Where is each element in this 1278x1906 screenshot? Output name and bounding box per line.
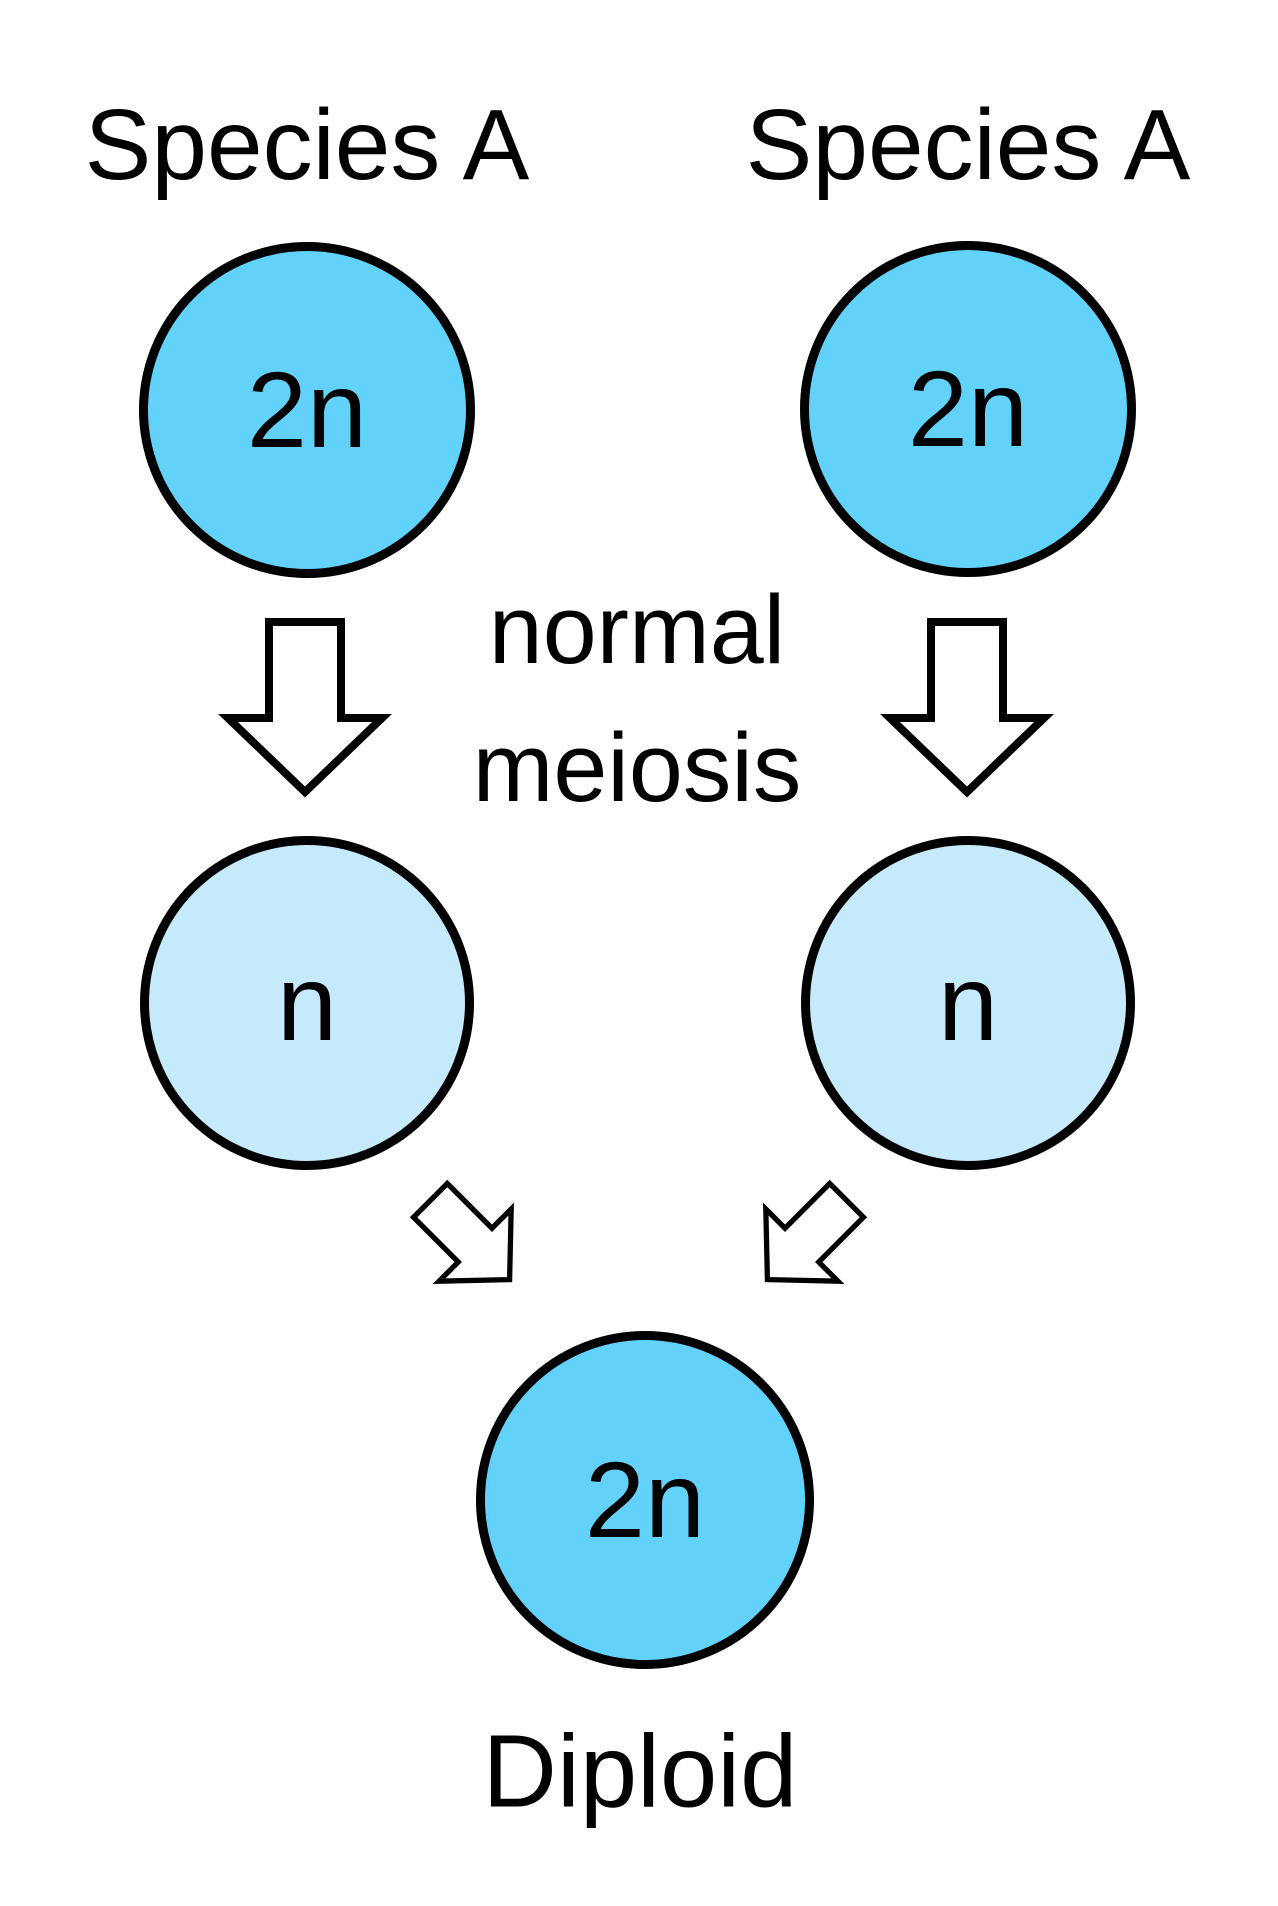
gamete-cell-right: n	[801, 836, 1135, 1170]
diploid-caption: Diploid	[482, 1713, 798, 1829]
gamete-cell-right-ploidy: n	[937, 942, 999, 1063]
process-label: normal meiosis	[473, 561, 802, 837]
process-label-line2: meiosis	[472, 713, 802, 822]
meiosis-down-arrow-right-icon	[880, 618, 1054, 798]
gamete-cell-left: n	[140, 836, 474, 1170]
offspring-cell: 2n	[476, 1331, 814, 1669]
meiosis-down-arrow-left-icon	[218, 618, 392, 798]
species-label-left: Species A	[84, 89, 530, 201]
parent-cell-right-ploidy: 2n	[907, 348, 1029, 469]
gamete-cell-left-ploidy: n	[276, 942, 338, 1063]
parent-cell-left-ploidy: 2n	[246, 349, 368, 470]
offspring-cell-ploidy: 2n	[584, 1439, 706, 1560]
fusion-arrow-down-right-icon	[409, 1179, 514, 1284]
process-label-line1: normal	[488, 575, 786, 684]
species-label-right: Species A	[745, 89, 1191, 201]
fusion-arrow-down-left-icon	[763, 1179, 868, 1284]
parent-cell-left: 2n	[139, 242, 475, 578]
parent-cell-right: 2n	[800, 241, 1136, 577]
